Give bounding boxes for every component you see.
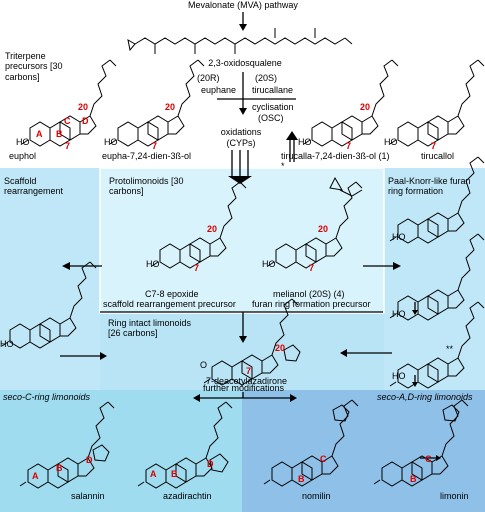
deacetylazadirone-name: 7-deacetylazadirone: [206, 376, 288, 386]
ho-scaffold: HO: [0, 339, 14, 349]
star-marker: *: [281, 161, 285, 171]
eupha-dienol-name: eupha-7,24-dien-3ß-ol: [102, 151, 192, 161]
seco-c-label: seco-C-ring limonoids: [3, 392, 91, 402]
salannin-ring-b: B: [56, 463, 63, 473]
tirucalladienol-name: tirucalla-7,24-dien-3ß-ol (1): [281, 151, 390, 161]
melianol-name: melianol (20S) (4): [273, 289, 345, 299]
c20-label-eupha: 20: [165, 102, 176, 112]
ring-d-label: D: [82, 116, 89, 126]
ring-b-label: B: [56, 129, 63, 139]
triterpene-precursors-label: Triterpene precursors [30 carbons]: [5, 51, 63, 82]
azadirachtin-ring-b: B: [171, 469, 178, 479]
nomilin-ring-c: C: [320, 454, 327, 464]
epoxide-ring: [127, 39, 136, 52]
seco-ad-label: seco-A,D-ring limonoids: [377, 392, 473, 402]
c7-label-tirucallol: 7: [431, 141, 437, 151]
melianol-epoxide: [329, 176, 343, 191]
c20-label-c78: 20: [207, 224, 218, 234]
oxidosqualene-chain: [134, 37, 346, 45]
nomilin-ring-b: B: [298, 474, 305, 484]
ring-c-label: C: [64, 116, 71, 126]
cyclisation-left-name: euphane: [201, 85, 237, 95]
azadirone-ketone-o: O: [200, 360, 208, 370]
c7-label-azadirone: 7: [246, 366, 252, 376]
ring-intact-label: Ring intact limonoids [26 carbons]: [108, 318, 192, 339]
tirucalladienol-structure: [303, 59, 399, 147]
ho-eupha: HO: [104, 137, 118, 147]
salannin-ring-a: A: [32, 471, 39, 481]
further-modifications-label: further modifications: [203, 383, 285, 393]
c78-epoxide-subtitle: scaffold rearrangement precursor: [103, 299, 236, 309]
double-star-marker: **: [446, 344, 454, 354]
panel-ring-intact: [100, 313, 384, 390]
ho-melianol: HO: [262, 259, 276, 269]
furan-ring: [283, 344, 301, 362]
panel-seco-ad: [242, 390, 485, 512]
c20-label-melianol: 20: [318, 224, 329, 234]
azadirachtin-name: azadirachtin: [163, 491, 212, 501]
ho-c78: HO: [146, 259, 160, 269]
cyclisation-left-stereo: (20R): [197, 73, 220, 83]
ho-euphol: HO: [16, 137, 30, 147]
scaffold-rearrangement-label: Scaffold rearrangement: [4, 176, 64, 197]
panel-scaffold-rearrangement: [0, 168, 100, 390]
c78-epoxide-name: C7-8 epoxide: [145, 289, 199, 299]
oxidations-label: oxidations: [220, 127, 262, 137]
c20-label-euphol: 20: [78, 102, 89, 112]
c7-label-melianol: 7: [309, 263, 315, 273]
cyclisation-label: cyclisation: [252, 102, 294, 112]
oxidosqualene-label: 2,3-oxidosqualene: [208, 58, 282, 68]
azadirachtin-ring-a: A: [150, 469, 157, 479]
mva-pathway-label: Mevalonate (MVA) pathway: [188, 0, 298, 10]
nomilin-name: nomilin: [302, 491, 331, 501]
c20-label-tirucalladienol: 20: [360, 102, 371, 112]
euphol-name: euphol: [9, 151, 37, 161]
c20-label-azadirone: 20: [275, 343, 286, 353]
cyps-label: (CYPs): [226, 138, 256, 148]
paal-knorr-label: Paal-Knorr-like furan ring formation: [388, 176, 471, 197]
melianol-subtitle: furan ring formation precursor: [252, 299, 371, 309]
flow-arrows: [60, 12, 438, 459]
eupha-dienol-structure: [109, 59, 205, 147]
panel-paal-knorr: [384, 168, 485, 390]
limonin-name: limonin: [440, 491, 469, 501]
cyclisation-right-name: tirucallane: [252, 85, 294, 95]
ho-paal-1: HO: [392, 232, 406, 242]
protolimonoids-label: Protolimonoids [30 carbons]: [109, 176, 184, 197]
c7-label-eupha: 7: [152, 141, 158, 151]
ho-paal-2: HO: [392, 309, 406, 319]
c7-label-tirucalladienol: 7: [346, 141, 352, 151]
ring-a-label: A: [36, 129, 43, 139]
panel-protolimonoids: [100, 168, 384, 313]
azadirachtin-ring-d: D: [207, 459, 214, 469]
salannin-name: salannin: [71, 491, 105, 501]
tirucallol-structure: [389, 59, 485, 147]
arrow-heads: [62, 24, 441, 461]
ho-tirucalladienol: HO: [298, 137, 312, 147]
limonin-ring-b: B: [410, 474, 417, 484]
osc-label: (OSC): [258, 113, 284, 123]
ho-paal-3: HO: [392, 371, 406, 381]
tirucallol-name: tirucallol: [421, 151, 455, 161]
cyclisation-right-stereo: (20S): [255, 73, 278, 83]
salannin-ring-d: D: [86, 455, 93, 465]
squalene-methyls: [154, 28, 353, 54]
ho-tirucallol: HO: [384, 137, 398, 147]
limonin-ring-c: C: [425, 454, 432, 464]
panel-seco-c: [0, 390, 242, 512]
c7-label-euphol: 7: [65, 141, 71, 151]
c7-label-c78: 7: [194, 263, 200, 273]
